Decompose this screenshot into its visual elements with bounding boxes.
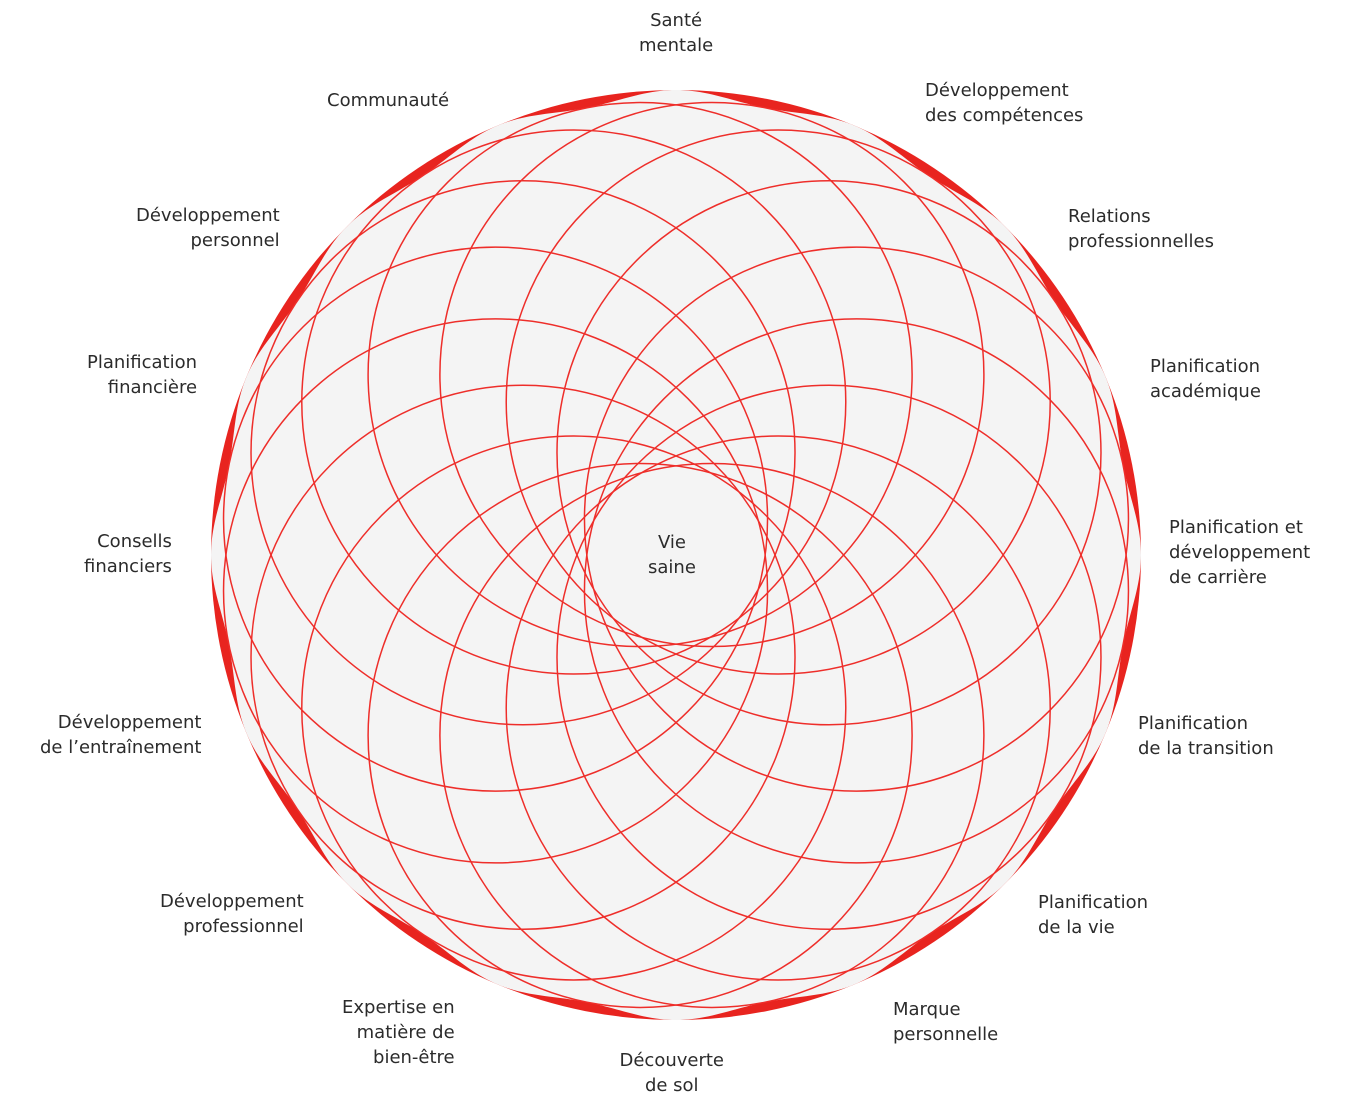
overlap-circle	[583, 246, 1130, 792]
inner-disc	[220, 99, 1132, 1011]
label-line: Développement	[160, 891, 304, 912]
label-line: mentale	[639, 35, 714, 56]
label-line: financière	[107, 377, 198, 398]
label-decouverte-de-sol: Découverte de sol	[620, 1048, 725, 1096]
overlap-circle	[222, 246, 769, 792]
label-planification-academique: Planification académique	[1150, 354, 1261, 404]
label-line: bien-être	[373, 1047, 455, 1068]
overlap-circle	[367, 101, 913, 648]
label-developpement-competences: Développement des compétences	[925, 78, 1083, 128]
label-line: académique	[1150, 381, 1261, 402]
overlap-circle	[556, 180, 1102, 726]
label-line: professionnel	[183, 916, 304, 937]
label-line: Développement	[136, 205, 280, 226]
label-relations-professionnelles: Relations professionnelles	[1068, 204, 1214, 254]
label-line: personnel	[190, 230, 280, 251]
label-line: des compétences	[925, 105, 1084, 126]
overlap-circle	[556, 384, 1102, 930]
overlap-circle	[583, 318, 1130, 864]
overlap-circle	[250, 180, 796, 726]
label-line: développement	[1169, 542, 1311, 563]
label-line: de carrière	[1169, 567, 1267, 588]
label-marque-personnelle: Marque personnelle	[893, 997, 998, 1047]
label-developpement-professionnel: Développement professionnel	[160, 889, 304, 939]
label-line: de sol	[644, 1075, 699, 1096]
overlap-circle	[367, 462, 913, 1009]
label-line: personnelle	[893, 1024, 999, 1045]
label-line: Consells	[97, 531, 172, 552]
label-line: matière de	[356, 1022, 455, 1043]
overlap-circle	[301, 129, 847, 675]
label-line: Développement	[57, 712, 202, 733]
label-developpement-personnel: Développement personnel	[136, 203, 280, 253]
overlap-circle	[439, 462, 985, 1009]
label-line: de l’entraînement	[40, 737, 202, 758]
label-line: de la transition	[1138, 738, 1274, 759]
label-line: Planification et	[1169, 517, 1303, 538]
label-line: financiers	[84, 556, 172, 577]
label-planification-vie: Planification de la vie	[1038, 890, 1148, 940]
overlap-circle	[222, 318, 769, 864]
label-line: Développement	[925, 80, 1069, 101]
label-conseils-financiers: Consells financiers	[84, 529, 172, 579]
label-line: Relations	[1068, 206, 1151, 227]
label-developpement-entrainement: Développement de l’entraînement	[40, 710, 201, 760]
overlap-circle	[439, 101, 985, 648]
label-line: Planification	[1150, 356, 1261, 377]
label-sante-mentale: Santé mentale	[639, 8, 713, 58]
label-line: Planification	[1138, 713, 1249, 734]
label-communaute: Communauté	[327, 88, 449, 113]
overlap-circle	[505, 129, 1051, 675]
label-line: Marque	[893, 999, 961, 1020]
overlapping-circles	[222, 101, 1130, 1009]
label-line: Communauté	[327, 90, 450, 111]
overlap-circle	[301, 435, 847, 981]
label-line: de la vie	[1038, 917, 1115, 938]
label-line: Expertise en	[342, 997, 455, 1018]
label-line: Planification	[1038, 892, 1149, 913]
label-line: Santé	[650, 10, 703, 31]
label-expertise-bien-etre: Expertise en matière de bien-être	[342, 995, 455, 1070]
label-line: Découverte	[619, 1050, 725, 1071]
label-planification-financiere: Planification financière	[87, 350, 197, 400]
center-label: Vie saine	[648, 532, 696, 578]
overlap-circle	[250, 384, 796, 930]
label-line: professionnelles	[1068, 231, 1214, 252]
label-line: Planification	[87, 352, 198, 373]
overlap-circle	[505, 435, 1051, 981]
label-planification-carriere: Planification et développement de carrière	[1169, 515, 1310, 590]
label-planification-transition: Planification de la transition	[1138, 711, 1274, 761]
